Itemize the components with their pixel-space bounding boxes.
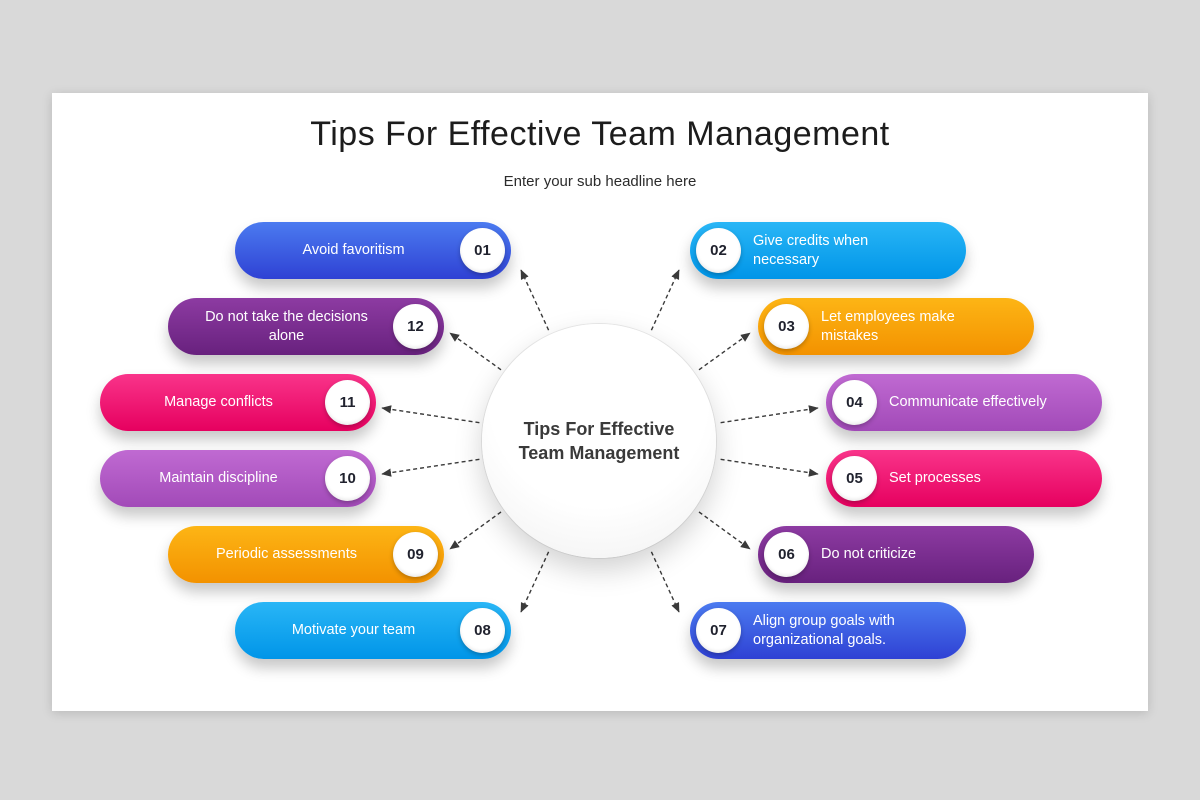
pill-label: Set processes: [889, 470, 981, 487]
center-title-line1: Tips For Effective: [523, 418, 675, 439]
number-badge-01: 01: [460, 228, 505, 273]
pill-label: Let employees make mistakes: [821, 308, 955, 344]
number-badge-07: 07: [696, 608, 741, 653]
pill-label: Avoid favoritism: [302, 242, 405, 259]
page-subtitle: Enter your sub headline here: [503, 173, 697, 190]
pill-label: Do not take the decisions alone: [205, 308, 368, 344]
pill-label: Periodic assessments: [215, 546, 358, 563]
number-badge-06: 06: [764, 532, 809, 577]
number-badge-08: 08: [460, 608, 505, 653]
pill-label: Do not criticize: [821, 546, 917, 563]
center-title: Tips For Effective Team Management: [519, 417, 680, 466]
pill-set-processes: 05 Set processes: [826, 450, 1102, 507]
number-badge-04: 04: [832, 380, 877, 425]
pill-motivate-your-team: Motivate your team 08: [235, 602, 511, 659]
number-badge-10: 10: [325, 456, 370, 501]
number-badge-05: 05: [832, 456, 877, 501]
pill-align-group-goals: 07 Align group goals with organizational…: [690, 602, 966, 659]
pill-manage-conflicts: Manage conflicts 11: [100, 374, 376, 431]
pill-do-not-take-decisions-alone: Do not take the decisions alone 12: [168, 298, 444, 355]
pill-maintain-discipline: Maintain discipline 10: [100, 450, 376, 507]
pill-communicate-effectively: 04 Communicate effectively: [826, 374, 1102, 431]
slide-canvas: Tips For Effective Team Management Enter…: [52, 93, 1148, 711]
center-title-line2: Team Management: [518, 443, 680, 463]
number-badge-09: 09: [393, 532, 438, 577]
pill-give-credits: 02 Give credits when necessary: [690, 222, 966, 279]
number-badge-12: 12: [393, 304, 438, 349]
number-badge-03: 03: [764, 304, 809, 349]
pill-do-not-criticize: 06 Do not criticize: [758, 526, 1034, 583]
pill-periodic-assessments: Periodic assessments 09: [168, 526, 444, 583]
pill-label: Communicate effectively: [889, 394, 1047, 411]
pill-label: Manage conflicts: [164, 394, 273, 411]
pill-label: Give credits when necessary: [753, 232, 869, 268]
center-circle: Tips For Effective Team Management: [482, 324, 716, 558]
pill-avoid-favoritism: Avoid favoritism 01: [235, 222, 511, 279]
pill-label: Align group goals with organizational go…: [753, 612, 895, 648]
page-title: Tips For Effective Team Management: [310, 115, 890, 153]
pill-let-employees-make-mistakes: 03 Let employees make mistakes: [758, 298, 1034, 355]
number-badge-11: 11: [325, 380, 370, 425]
pill-label: Maintain discipline: [159, 470, 278, 487]
pill-label: Motivate your team: [291, 622, 416, 639]
number-badge-02: 02: [696, 228, 741, 273]
